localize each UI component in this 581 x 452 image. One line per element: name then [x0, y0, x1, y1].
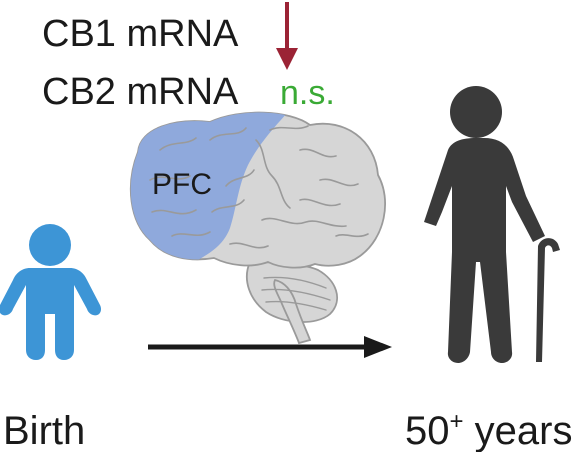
timeline-arrow-icon	[148, 336, 392, 358]
age-label: 50+ years	[405, 408, 572, 452]
child-icon	[0, 224, 102, 360]
pfc-label: PFC	[152, 168, 212, 201]
pfc-region	[130, 112, 290, 268]
brain-icon: PFC	[129, 111, 386, 345]
elderly-person-icon	[424, 86, 560, 363]
down-arrow-icon	[276, 2, 298, 70]
cb1-mrna-label: CB1 mRNA	[42, 13, 239, 55]
age-superscript: +	[450, 408, 464, 435]
birth-label: Birth	[3, 409, 85, 452]
age-number: 50	[405, 409, 450, 452]
ns-label: n.s.	[280, 74, 335, 112]
cb2-mrna-label: CB2 mRNA	[42, 71, 239, 113]
age-unit: years	[464, 409, 573, 452]
